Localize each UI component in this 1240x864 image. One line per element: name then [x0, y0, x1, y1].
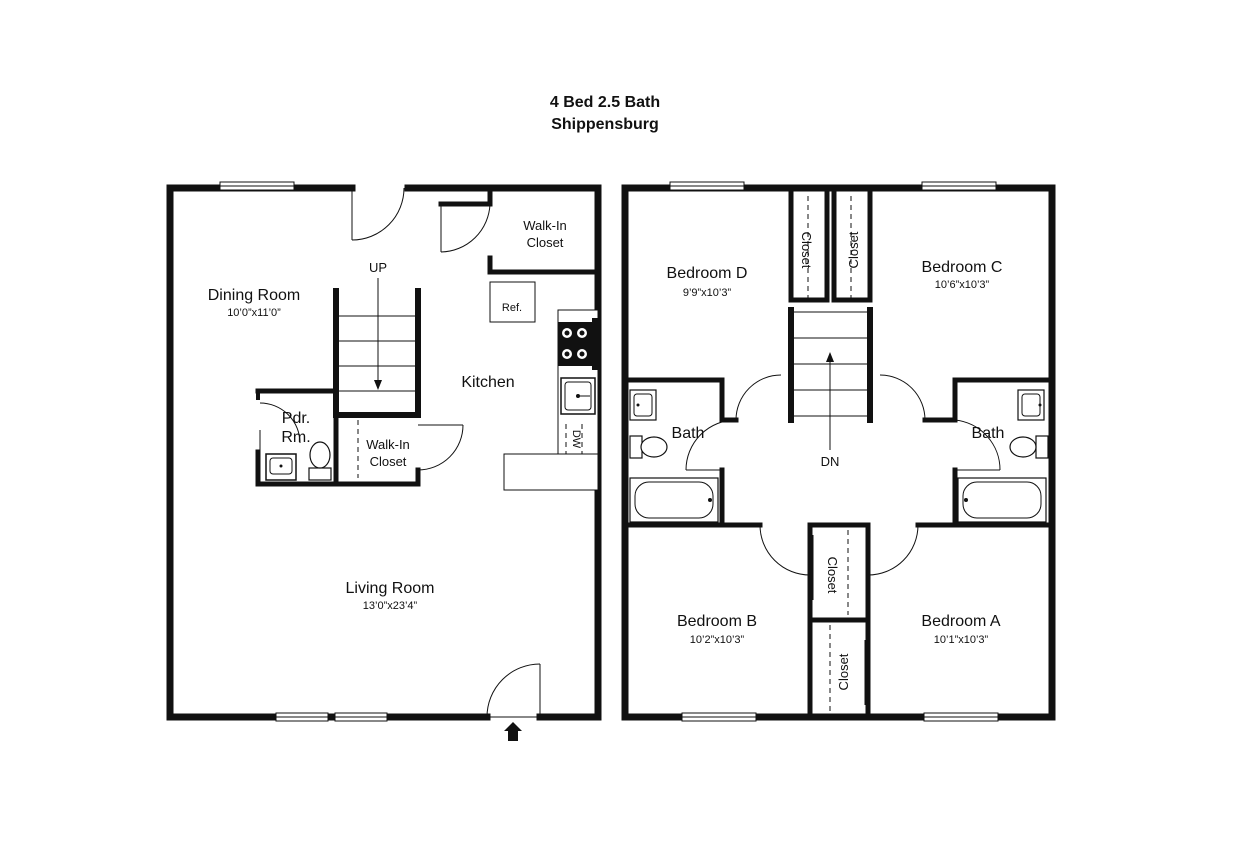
bath-left-label: Bath [672, 425, 705, 442]
powder-room-toilet-icon [308, 441, 332, 481]
second-floor [621, 181, 1056, 722]
right-bath-tub-icon [957, 477, 1047, 523]
walk-in-closet-lower-line2: Closet [370, 454, 407, 469]
second-floor-windows [669, 181, 999, 722]
bedroom-d-size: 9’9”x10’3” [683, 287, 732, 299]
left-bath-sink-icon [629, 389, 657, 421]
bedroom-a-label: Bedroom A [921, 613, 1000, 630]
stairs-up-label: UP [369, 260, 387, 275]
upper-closets-walls [788, 185, 873, 303]
bath-right-label: Bath [972, 425, 1005, 442]
plan-title: 4 Bed 2.5 Bath [549, 94, 661, 111]
first-floor-windows [219, 181, 388, 722]
front-door-bottom [486, 663, 541, 718]
stove-icon [558, 318, 598, 370]
lower-closets-walls [807, 522, 871, 720]
living-room-label: Living Room [346, 580, 435, 597]
left-bath-tub-icon [629, 477, 719, 523]
left-bath-toilet-icon [629, 435, 668, 459]
stairs-down [788, 307, 873, 450]
bedroom-b-label: Bedroom B [677, 613, 757, 630]
kitchen-sink-icon [560, 377, 596, 415]
powder-room-line2: Rm. [281, 429, 310, 446]
right-bath-toilet-icon [1009, 435, 1049, 459]
closet-d-label: Closet [799, 232, 814, 269]
closet-b-label: Closet [825, 557, 840, 594]
entry-arrow-icon [504, 722, 522, 741]
powder-room-line1: Pdr. [282, 410, 310, 427]
walk-in-closet-lower-line1: Walk-In [366, 437, 410, 452]
second-floor-exterior-walls [621, 184, 1056, 721]
closet-c-label: Closet [846, 231, 861, 268]
living-room-size: 13’0”x23’4” [363, 600, 418, 612]
labels: Dining Room 10’0”x11’0” Living Room 13’0… [208, 218, 1005, 690]
bedroom-c-size: 10’6”x10’3” [935, 279, 990, 291]
dining-room-label: Dining Room [208, 287, 300, 304]
front-door-top [351, 187, 405, 241]
dining-room-size: 10’0”x11’0” [227, 307, 281, 319]
refrigerator-label: Ref. [502, 302, 522, 314]
hall-bedroom-doors [759, 524, 919, 576]
walk-in-closet-upper-line2: Closet [527, 235, 564, 250]
plan-subtitle: Shippensburg [551, 116, 659, 133]
walk-in-closet-upper-line1: Walk-In [523, 218, 567, 233]
stairs-down-label: DN [821, 454, 840, 469]
powder-room-sink-icon [265, 453, 297, 481]
first-floor [166, 181, 602, 741]
closet-a-label: Closet [836, 653, 851, 690]
title-block: 4 Bed 2.5 Bath Shippensburg [0, 92, 1210, 136]
dishwasher-label: DW [570, 430, 582, 449]
right-bath-walls [879, 374, 1055, 528]
bedroom-a-size: 10’1”x10’3” [934, 634, 989, 646]
walk-in-closet-upper-walls [438, 185, 601, 275]
bedroom-c-label: Bedroom C [922, 259, 1003, 276]
stairs-up [333, 278, 421, 418]
bedroom-b-size: 10’2”x10’3” [690, 634, 745, 646]
bedroom-d-label: Bedroom D [667, 265, 748, 282]
kitchen-label: Kitchen [461, 374, 514, 391]
powder-room-walls [255, 388, 464, 487]
right-bath-sink-icon [1017, 389, 1045, 421]
